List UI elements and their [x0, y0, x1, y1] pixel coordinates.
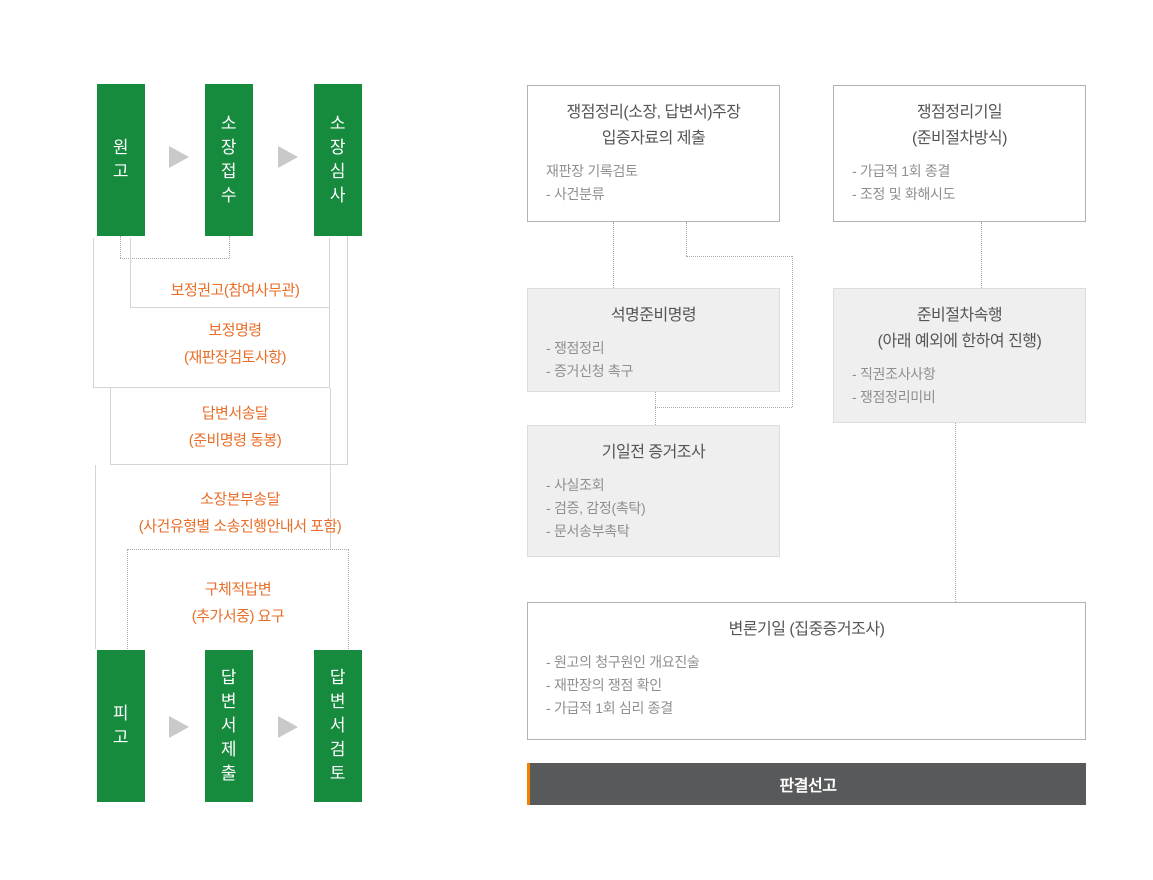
connector-dotted [655, 407, 792, 408]
flow-node-defendant: 피 고 [97, 650, 145, 802]
box-item: 재판장 기록검토 [546, 163, 638, 179]
box-item: - 쟁점정리 [546, 340, 605, 356]
flow-node-complaint-review: 소 장 심 사 [314, 84, 362, 236]
flow-node-complaint-filing: 소 장 접 수 [205, 84, 253, 236]
step-label-complaint-service: 소장본부송달(사건유형별 소송진행안내서 포함) [138, 491, 342, 535]
box-pre-hearing-evidence: 기일전 증거조사 - 사실조회 - 검증, 감정(촉탁) - 문서송부촉탁 [527, 425, 780, 557]
connector-dotted [655, 392, 656, 425]
connector-dotted [120, 258, 229, 259]
box-item: - 사건분류 [546, 186, 605, 202]
box-title: 석명준비명령 [610, 307, 697, 324]
arrow-right-icon [169, 146, 189, 168]
step-frame-answer-service [110, 388, 348, 465]
step-frame-specific-answer [127, 549, 349, 649]
connector-line [95, 465, 96, 649]
connector-line [330, 388, 331, 549]
box-item: - 가급적 1회 심리 종결 [546, 700, 673, 716]
box-item: - 검증, 감정(촉탁) [546, 500, 646, 516]
step-frame-correction-order [93, 238, 330, 388]
box-clarification-order: 석명준비명령 - 쟁점정리 - 증거신청 촉구 [527, 288, 780, 392]
arrow-right-icon [278, 146, 298, 168]
judgment-bar: 판결선고 [527, 763, 1086, 805]
box-issue-organization-date: 쟁점정리기일 (준비절차방식) - 가급적 1회 종결 - 조정 및 화해시도 [833, 85, 1086, 222]
box-title: 쟁점정리기일 [916, 104, 1003, 121]
box-title: (아래 예외에 한하여 진행) [877, 333, 1042, 350]
connector-dotted [955, 423, 956, 602]
box-item: - 재판장의 쟁점 확인 [546, 677, 662, 693]
connector-line [347, 236, 348, 388]
box-hearing-date: 변론기일 (집중증거조사) - 원고의 청구원인 개요진술 - 재판장의 쟁점 … [527, 602, 1086, 740]
box-title: 쟁점정리(소장, 답변서)주장 [566, 104, 741, 121]
box-issue-organization-submission: 쟁점정리(소장, 답변서)주장 입증자료의 제출 재판장 기록검토 - 사건분류 [527, 85, 780, 222]
box-item: - 증거신청 촉구 [546, 363, 634, 379]
box-item: - 직권조사사항 [852, 366, 936, 382]
box-item: - 원고의 청구원인 개요진술 [546, 654, 700, 670]
box-item: - 사실조회 [546, 477, 605, 493]
box-item: - 조정 및 화해시도 [852, 186, 956, 202]
box-title: (준비절차방식) [912, 130, 1007, 147]
box-title: 기일전 증거조사 [601, 444, 706, 461]
flow-node-plaintiff: 원 고 [97, 84, 145, 236]
connector-dotted [686, 256, 792, 257]
step-label-correction-recommendation: 보정권고(참여사무관) [170, 282, 300, 299]
arrow-right-icon [278, 716, 298, 738]
connector-dotted [229, 236, 230, 258]
connector-dotted [613, 222, 614, 288]
step-label-answer-service: 답변서송달(준비명령 동봉) [188, 405, 282, 449]
connector-dotted [686, 222, 687, 256]
judgment-bar-label: 판결선고 [779, 778, 837, 795]
connector-dotted [981, 222, 982, 288]
step-label-correction-order: 보정명령(재판장검토사항) [183, 322, 287, 366]
box-title: 변론기일 (집중증거조사) [728, 621, 885, 638]
connector-dotted [120, 236, 121, 258]
step-label-specific-answer: 구체적답변(추가서중) 요구 [191, 581, 285, 625]
flow-node-answer-review: 답 변 서 검 토 [314, 650, 362, 802]
box-title: 입증자료의 제출 [601, 130, 706, 147]
box-preparatory-continuation: 준비절차속행 (아래 예외에 한하여 진행) - 직권조사사항 - 쟁점정리미비 [833, 288, 1086, 423]
flow-node-answer-submission: 답 변 서 제 출 [205, 650, 253, 802]
connector-dotted [792, 256, 793, 407]
arrow-right-icon [169, 716, 189, 738]
box-title: 준비절차속행 [916, 307, 1003, 324]
box-item: - 쟁점정리미비 [852, 389, 936, 405]
box-item: - 가급적 1회 종결 [852, 163, 951, 179]
box-item: - 문서송부촉탁 [546, 523, 630, 539]
